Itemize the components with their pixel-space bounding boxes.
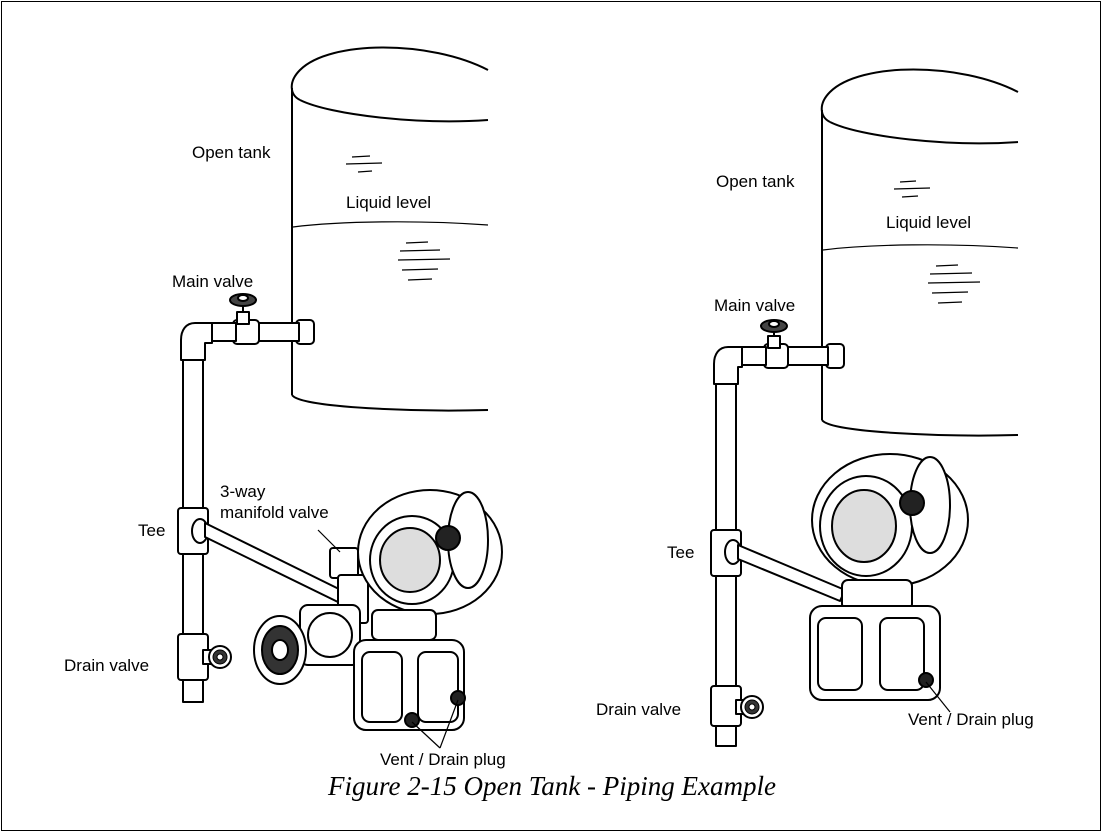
left-example — [177, 46, 503, 749]
right-vertical-pipe — [710, 383, 742, 747]
right-open-tank — [820, 68, 1019, 437]
right-liquid-level — [822, 180, 1019, 304]
right-vent-drain-plug-label: Vent / Drain plug — [908, 710, 1034, 729]
right-tee-label: Tee — [667, 543, 695, 562]
right-example — [710, 68, 1019, 747]
left-manifold-valve — [253, 547, 369, 685]
right-impulse-line — [737, 544, 846, 602]
left-liquid-level-label: Liquid level — [346, 193, 432, 212]
left-open-tank-label: Open tank — [192, 143, 271, 162]
right-drain-valve — [735, 695, 764, 719]
right-main-valve — [760, 319, 788, 349]
left-transmitter — [353, 489, 503, 731]
left-vent-plug-leaders — [411, 699, 459, 749]
left-impulse-line — [204, 522, 346, 604]
right-transmitter — [809, 453, 969, 701]
left-open-tank — [290, 46, 489, 412]
right-open-tank-label: Open tank — [716, 172, 795, 191]
left-liquid-level — [292, 155, 489, 281]
left-label-leaders — [317, 529, 341, 553]
right-main-valve-label: Main valve — [714, 296, 796, 315]
left-main-valve-label: Main valve — [172, 272, 254, 291]
right-drain-valve-label: Drain valve — [596, 700, 682, 719]
left-drain-valve — [202, 645, 232, 669]
left-main-valve — [229, 293, 257, 325]
right-vent-plug-leader — [925, 681, 951, 713]
left-vent-drain-plug-label: Vent / Drain plug — [380, 750, 506, 769]
right-main-pipe — [713, 343, 845, 385]
right-liquid-level-label: Liquid level — [886, 213, 972, 232]
figure-caption: Figure 2-15 Open Tank - Piping Example — [328, 771, 776, 801]
left-manifold-label-line2: manifold valve — [220, 503, 329, 522]
left-main-pipe — [180, 319, 315, 361]
left-drain-valve-label: Drain valve — [64, 656, 150, 675]
left-tee-label: Tee — [138, 521, 166, 540]
left-manifold-label-line1: 3-way — [220, 482, 266, 501]
